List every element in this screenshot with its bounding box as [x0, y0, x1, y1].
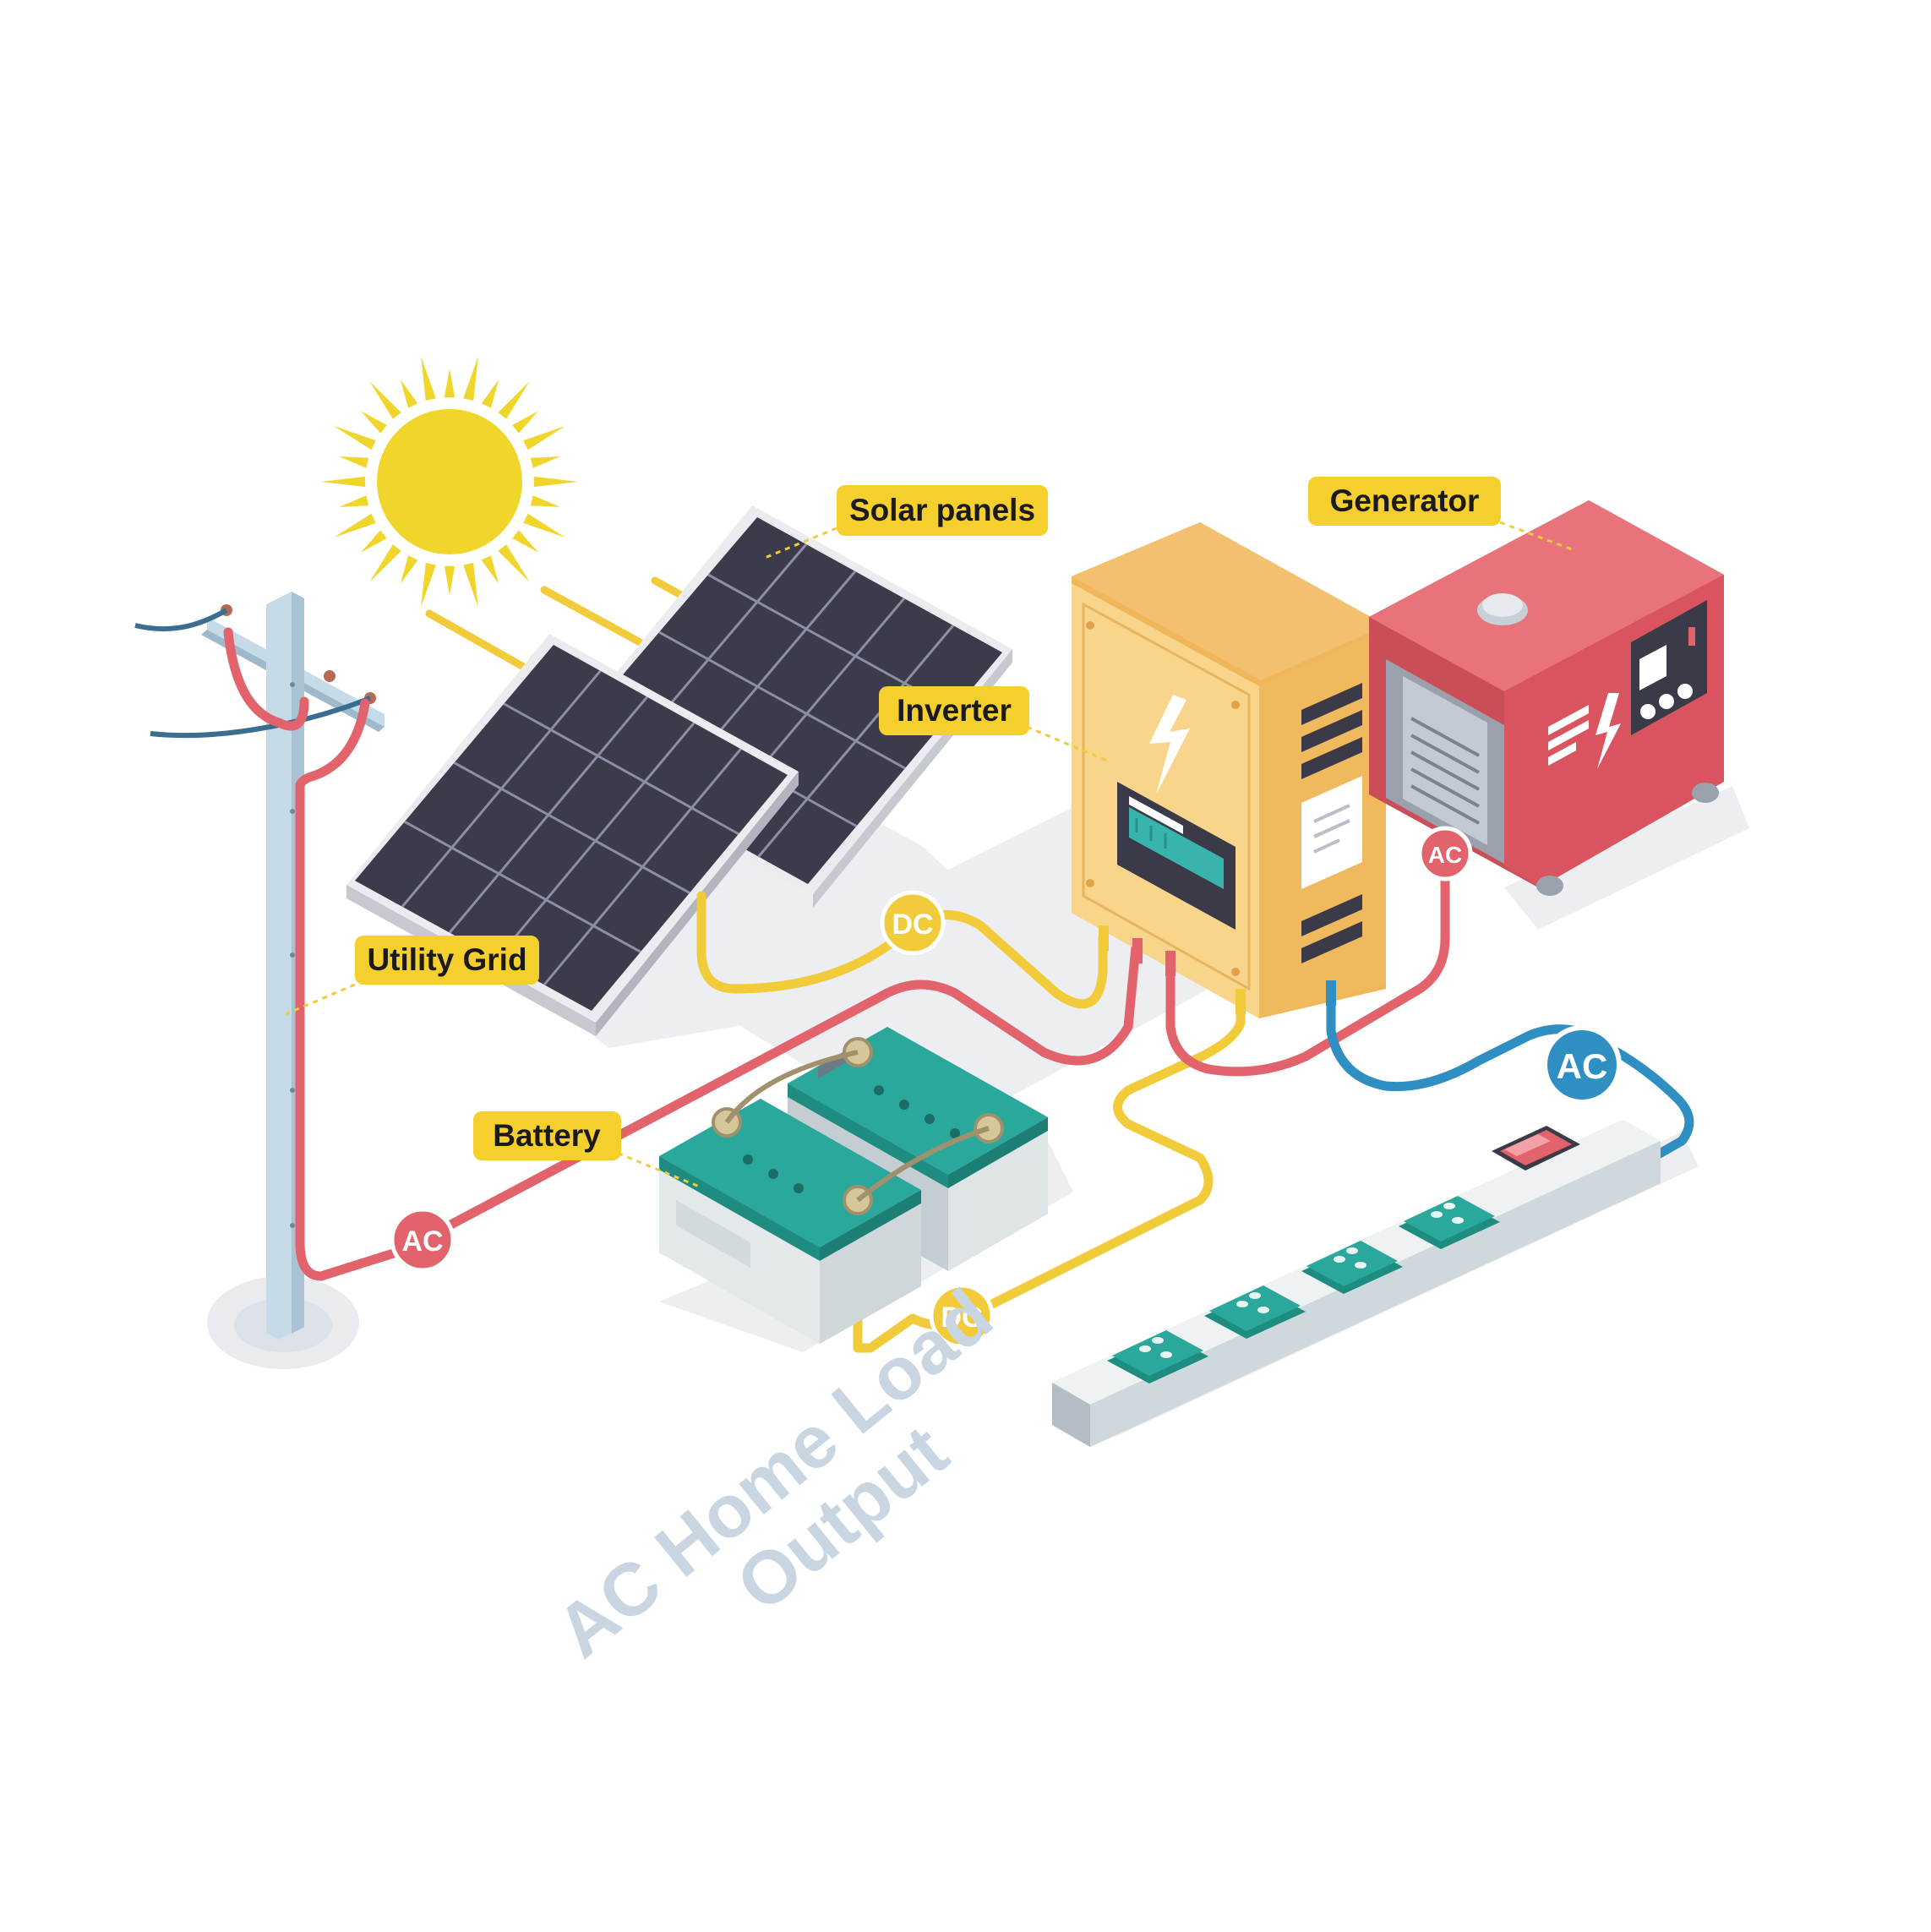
callout-inverter: Inverter: [879, 686, 1029, 735]
tag-ac-generator-label: AC: [1428, 842, 1462, 868]
generator: [1369, 500, 1724, 896]
callout-leaders: [285, 521, 1573, 1189]
callout-inverter-label: Inverter: [897, 693, 1012, 728]
callout-solar-panels: Solar panels: [837, 485, 1048, 536]
callout-generator-label: Generator: [1330, 483, 1480, 518]
tag-dc-panel: DC: [880, 890, 946, 956]
ac-wire-output: [1326, 982, 1694, 1163]
tag-ac-output: AC: [1542, 1025, 1622, 1105]
battery-front: [659, 1050, 990, 1344]
callout-solar-panels-label: Solar panels: [849, 493, 1035, 527]
tag-ac-grid-label: AC: [401, 1225, 443, 1258]
callout-battery: Battery: [473, 1111, 621, 1160]
solar-panel-front: [346, 634, 799, 1036]
tag-dc-panel-label: DC: [892, 909, 933, 941]
power-outlet-icon: [1107, 1330, 1208, 1384]
callout-utility-grid-label: Utility Grid: [367, 942, 526, 977]
tag-dc-battery-label: DC: [941, 1302, 982, 1334]
ac-wire-grid: [223, 627, 1142, 1281]
lightning-bolt-icon: [1149, 695, 1190, 794]
power-outlet-icon: [1301, 1241, 1403, 1294]
callout-generator: Generator: [1308, 477, 1501, 526]
inverter: [1072, 522, 1386, 1018]
power-switch-icon: [1492, 1126, 1580, 1171]
power-outlet-icon: [1204, 1285, 1306, 1339]
power-outlet-icon: [1399, 1196, 1500, 1249]
callout-utility-grid: Utility Grid: [355, 936, 539, 985]
utility-pole: [134, 592, 385, 1352]
sun-icon: [321, 356, 578, 608]
power-strip: [1052, 1120, 1661, 1447]
tag-ac-generator: AC: [1417, 826, 1473, 881]
tag-ac-grid: AC: [390, 1207, 455, 1273]
tag-ac-output-label: AC: [1557, 1046, 1608, 1086]
tag-dc-battery: DC: [929, 1283, 995, 1349]
callout-battery-label: Battery: [493, 1118, 601, 1153]
